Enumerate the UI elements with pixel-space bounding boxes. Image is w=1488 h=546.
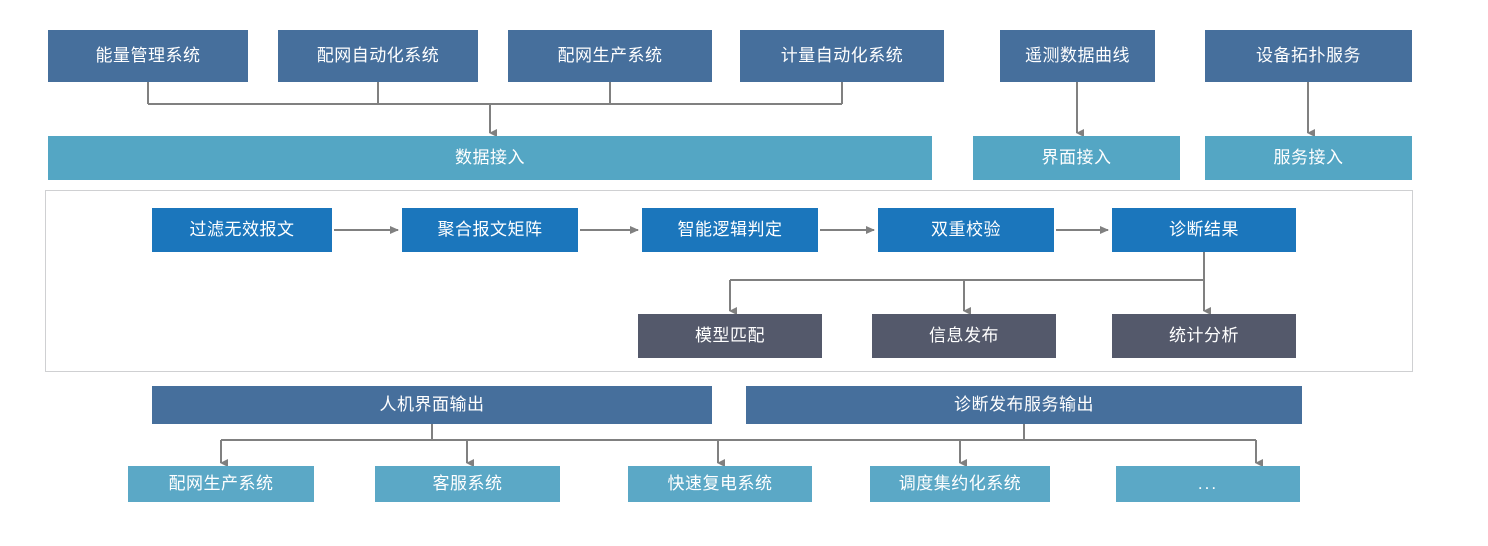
access-label: 界面接入 (1041, 147, 1112, 167)
result-box-model-match[interactable]: 模型匹配 (638, 314, 822, 358)
access-label: 服务接入 (1273, 147, 1344, 167)
result-label: 统计分析 (1169, 325, 1239, 345)
output-bar-service[interactable]: 诊断发布服务输出 (746, 386, 1302, 424)
consumer-label: 快速复电系统 (667, 473, 773, 493)
process-box-double-check[interactable]: 双重校验 (878, 208, 1054, 252)
source-box-telemetry[interactable]: 遥测数据曲线 (1000, 30, 1155, 82)
access-bar-data[interactable]: 数据接入 (48, 136, 932, 180)
source-label: 计量自动化系统 (780, 45, 904, 65)
process-box-diagnosis-result[interactable]: 诊断结果 (1112, 208, 1296, 252)
process-label: 过滤无效报文 (189, 219, 295, 239)
source-label: 设备拓扑服务 (1256, 45, 1361, 65)
consumer-box-fast-restore[interactable]: 快速复电系统 (628, 466, 812, 502)
output-label: 诊断发布服务输出 (954, 394, 1094, 414)
result-box-info-publish[interactable]: 信息发布 (872, 314, 1056, 358)
consumer-label: 客服系统 (432, 473, 503, 493)
output-label: 人机界面输出 (379, 394, 485, 414)
result-box-stat-analysis[interactable]: 统计分析 (1112, 314, 1296, 358)
process-box-logic-decision[interactable]: 智能逻辑判定 (642, 208, 818, 252)
consumer-box-customer-service[interactable]: 客服系统 (375, 466, 560, 502)
consumer-box-more[interactable]: ... (1116, 466, 1300, 502)
source-label: 配网自动化系统 (316, 45, 440, 65)
consumer-label: 调度集约化系统 (898, 473, 1022, 493)
process-box-filter-invalid[interactable]: 过滤无效报文 (152, 208, 332, 252)
output-bar-hmi[interactable]: 人机界面输出 (152, 386, 712, 424)
source-box-ems[interactable]: 能量管理系统 (48, 30, 248, 82)
result-label: 模型匹配 (695, 325, 765, 345)
result-label: 信息发布 (929, 325, 999, 345)
source-label: 遥测数据曲线 (1025, 45, 1130, 65)
process-label: 诊断结果 (1169, 219, 1239, 239)
processing-panel (45, 190, 1413, 372)
source-box-metering-auto[interactable]: 计量自动化系统 (740, 30, 944, 82)
access-bar-service[interactable]: 服务接入 (1205, 136, 1412, 180)
process-label: 双重校验 (931, 219, 1001, 239)
source-box-topology-service[interactable]: 设备拓扑服务 (1205, 30, 1412, 82)
consumer-label: 配网生产系统 (168, 473, 274, 493)
source-label: 能量管理系统 (95, 45, 201, 65)
source-box-dms-prod[interactable]: 配网生产系统 (508, 30, 712, 82)
consumer-box-dispatch[interactable]: 调度集约化系统 (870, 466, 1050, 502)
source-label: 配网生产系统 (557, 45, 663, 65)
consumer-label: ... (1197, 473, 1219, 493)
process-box-aggregate-matrix[interactable]: 聚合报文矩阵 (402, 208, 578, 252)
access-label: 数据接入 (455, 147, 525, 167)
process-label: 聚合报文矩阵 (437, 219, 543, 239)
source-box-dms-auto[interactable]: 配网自动化系统 (278, 30, 478, 82)
consumer-box-dms-prod[interactable]: 配网生产系统 (128, 466, 314, 502)
process-label: 智能逻辑判定 (677, 219, 783, 239)
access-bar-interface[interactable]: 界面接入 (973, 136, 1180, 180)
